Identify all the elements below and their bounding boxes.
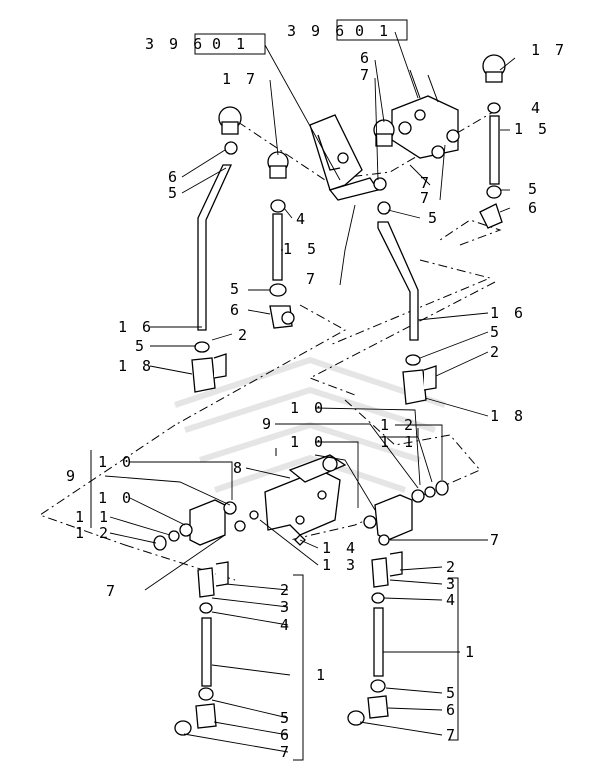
callout-5: 5 [490, 323, 502, 341]
callout-16: 1 6 [118, 318, 154, 336]
callout-10: 1 0 [290, 399, 326, 417]
callout-7: 7 [420, 174, 432, 192]
callout-6: 6 [446, 701, 458, 719]
callout-2: 2 [280, 581, 292, 599]
callout-6: 6 [230, 301, 242, 319]
callout-13: 1 3 [322, 556, 358, 574]
callout-8: 8 [233, 459, 245, 477]
rod-upper-left [191, 106, 242, 393]
rod-upper-center [267, 151, 295, 329]
svg-text:3 9 6: 3 9 6 [287, 22, 347, 40]
upper-right-bracket [391, 69, 460, 159]
leader-lines [104, 31, 516, 753]
callout-1: 1 [316, 666, 328, 684]
callout-5: 5 [230, 280, 242, 298]
callout-2: 2 [238, 326, 250, 344]
callout-2: 2 [446, 558, 458, 576]
callout-7: 7 [490, 531, 502, 549]
callout-7: 7 [306, 270, 318, 288]
callout-9: 9 [66, 467, 78, 485]
lower-right-lever [363, 480, 449, 546]
callout-7: 7 [106, 582, 118, 600]
callout-3: 3 [280, 598, 292, 616]
callout-5: 5 [528, 180, 540, 198]
callout-6: 6 [168, 168, 180, 186]
callout-5: 5 [168, 184, 180, 202]
callout-9: 9 [262, 415, 274, 433]
svg-text:3 9 6: 3 9 6 [145, 35, 205, 53]
callout-4: 4 [531, 99, 543, 117]
callout-7: 7 [446, 726, 458, 744]
callout-14: 1 4 [322, 539, 358, 557]
callout-18: 1 8 [490, 407, 526, 425]
callout-7: 7 [280, 743, 292, 761]
rod-lower-left [174, 561, 229, 736]
svg-text:0 1: 0 1 [355, 22, 391, 40]
callout-18: 1 8 [118, 357, 154, 375]
callout-6: 6 [280, 726, 292, 744]
callout-12: 1 2 [380, 416, 416, 434]
callout-15: 1 5 [283, 240, 319, 258]
group-brackets [90, 428, 459, 761]
callout-7: 7 [420, 189, 432, 207]
svg-text:0 1: 0 1 [212, 35, 248, 53]
callout-10: 1 0 [290, 433, 326, 451]
callout-4: 4 [296, 210, 308, 228]
callout-5: 5 [428, 209, 440, 227]
callout-11: 1 1 [380, 433, 416, 451]
lower-left-lever [153, 499, 259, 551]
rod-upper-right [479, 54, 506, 229]
callout-12: 1 2 [75, 524, 111, 542]
callout-10: 1 0 [98, 489, 134, 507]
callout-7: 7 [360, 66, 372, 84]
callout-10: 1 0 [98, 453, 134, 471]
rod-upper-right-center [373, 119, 437, 405]
callout-6: 6 [360, 49, 372, 67]
callout-17: 1 7 [222, 70, 258, 88]
callout-2: 2 [490, 343, 502, 361]
callout-1: 1 [465, 643, 477, 661]
callout-5: 5 [135, 337, 147, 355]
callout-11: 1 1 [75, 508, 111, 526]
ref-box-left: 3 9 6 0 1 [145, 33, 266, 55]
callout-16: 1 6 [490, 304, 526, 322]
upper-bracket [309, 114, 380, 201]
callout-3: 3 [446, 575, 458, 593]
callout-4: 4 [280, 616, 292, 634]
callout-5: 5 [280, 709, 292, 727]
callout-5: 5 [446, 684, 458, 702]
rod-lower-right [347, 551, 403, 726]
callout-6: 6 [528, 199, 540, 217]
callout-4: 4 [446, 591, 458, 609]
callout-15: 1 5 [514, 120, 550, 138]
watermark-logo [174, 356, 446, 493]
ref-box-right: 3 9 6 0 1 [287, 19, 408, 41]
callout-17: 1 7 [531, 41, 567, 59]
callout-labels: 1 7 1 7 6 7 6 5 4 1 5 4 1 5 7 7 5 5 6 5 … [66, 41, 567, 761]
